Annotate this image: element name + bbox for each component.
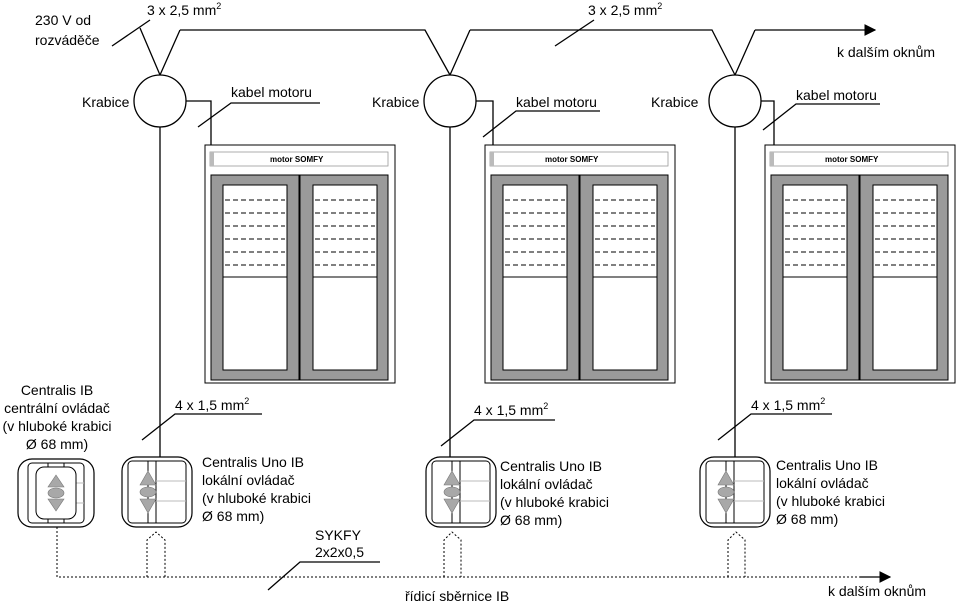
- central-label-line3: (v hluboké krabici: [3, 418, 112, 434]
- down-arrow-icon: [443, 498, 461, 514]
- sykfy-label-line2: 2x2x0,5: [315, 544, 364, 560]
- junction-box-1: Krabice: [82, 74, 187, 128]
- local-controller-1: [121, 456, 193, 528]
- junction-box-3: Krabice: [651, 74, 762, 128]
- window-1: motor SOMFY: [204, 144, 396, 384]
- motor-cable-leader-3: [762, 103, 880, 131]
- svg-text:(v hluboké krabici: (v hluboké krabici: [776, 493, 885, 509]
- svg-text:Ø 68 mm): Ø 68 mm): [202, 508, 264, 524]
- local-label-2: Centralis Uno IB lokální ovládač (v hlub…: [500, 458, 609, 528]
- motor-cable-label-2: kabel motoru: [516, 94, 597, 110]
- cable-4x-leader-1: [141, 413, 262, 441]
- motor-label: motor SOMFY: [545, 155, 599, 164]
- bus-label: řídicí sběrnice IB: [405, 588, 509, 603]
- cable-4x-leader-2: [440, 419, 555, 447]
- down-arrow-icon: [47, 498, 65, 512]
- svg-text:(v hluboké krabici: (v hluboké krabici: [500, 494, 609, 510]
- svg-text:Ø 68 mm): Ø 68 mm): [776, 511, 838, 527]
- cable-4x-leader-3: [717, 413, 832, 441]
- stop-icon: [47, 487, 65, 499]
- motor-cable-2: [476, 100, 494, 145]
- motor-cable-1: [186, 100, 212, 145]
- box-label: Krabice: [372, 94, 420, 110]
- svg-text:lokální ovládač: lokální ovládač: [202, 472, 295, 488]
- local-controller-3: [699, 456, 771, 528]
- motor-cable-label-1: kabel motoru: [231, 84, 312, 100]
- cable-4x-label-2: 4 x 1,5 mm2: [474, 401, 548, 418]
- central-label-line1: Centralis IB: [21, 382, 93, 398]
- local-label-3: Centralis Uno IB lokální ovládač (v hlub…: [776, 457, 885, 527]
- central-controller-switch: [17, 458, 95, 528]
- svg-text:lokální ovládač: lokální ovládač: [500, 476, 593, 492]
- motor-cable-label-3: kabel motoru: [796, 87, 877, 103]
- svg-text:Centralis Uno IB: Centralis Uno IB: [500, 458, 602, 474]
- next-windows-bottom-label: k dalším oknům: [828, 583, 926, 599]
- motor-cable-3: [761, 100, 775, 145]
- supply-label-line2: rozváděče: [35, 32, 100, 48]
- cable-4x-label-3: 4 x 1,5 mm2: [751, 396, 825, 413]
- svg-text:Centralis Uno IB: Centralis Uno IB: [202, 454, 304, 470]
- box-label: Krabice: [651, 94, 699, 110]
- stop-icon: [443, 486, 461, 498]
- next-windows-top-label: k dalším oknům: [837, 44, 935, 60]
- supply-label-line1: 230 V od: [35, 12, 91, 28]
- motor-cable-leader-2: [482, 110, 600, 138]
- cable-3x-leader-2: [554, 19, 595, 47]
- bus-line: [56, 527, 875, 578]
- down-arrow-icon: [717, 498, 735, 514]
- cable-3x-label-1: 3 x 2,5 mm2: [147, 1, 221, 18]
- sykfy-label-line1: SYKFY: [315, 527, 362, 543]
- up-arrow-icon: [139, 470, 157, 486]
- svg-text:lokální ovládač: lokální ovládač: [776, 475, 869, 491]
- sykfy-leader: [267, 561, 380, 591]
- cable-3x-label-2: 3 x 2,5 mm2: [588, 1, 662, 18]
- svg-text:Centralis Uno IB: Centralis Uno IB: [776, 457, 878, 473]
- local-controller-2: [425, 456, 497, 528]
- window-3: motor SOMFY: [764, 144, 956, 384]
- motor-label: motor SOMFY: [825, 155, 879, 164]
- motor-label: motor SOMFY: [270, 155, 324, 164]
- up-arrow-icon: [717, 470, 735, 486]
- up-arrow-icon: [47, 474, 65, 488]
- central-label-line2: centrální ovládač: [4, 400, 110, 416]
- cable-4x-label-1: 4 x 1,5 mm2: [175, 396, 249, 413]
- junction-box-2: Krabice: [372, 74, 477, 128]
- central-label-line4: Ø 68 mm): [26, 436, 88, 452]
- up-arrow-icon: [443, 470, 461, 486]
- svg-text:Ø 68 mm): Ø 68 mm): [500, 512, 562, 528]
- motor-cable-leader-1: [197, 102, 320, 128]
- supply-leader: [111, 19, 151, 47]
- box-label: Krabice: [82, 94, 130, 110]
- window-2: motor SOMFY: [484, 144, 676, 384]
- stop-icon: [139, 486, 157, 498]
- local-label-1: Centralis Uno IB lokální ovládač (v hlub…: [202, 454, 311, 524]
- svg-text:(v hluboké krabici: (v hluboké krabici: [202, 490, 311, 506]
- down-arrow-icon: [139, 498, 157, 514]
- supply-line: [139, 27, 756, 76]
- stop-icon: [717, 486, 735, 498]
